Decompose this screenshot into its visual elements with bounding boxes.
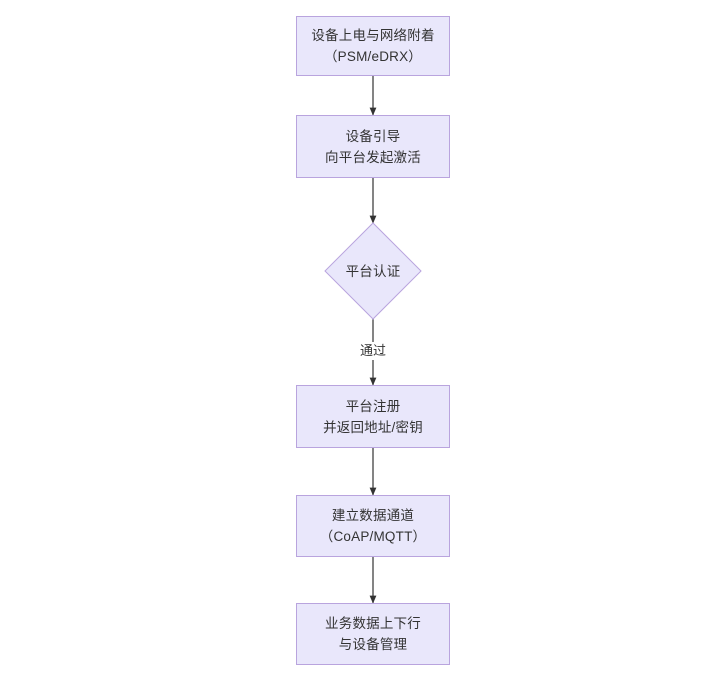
process-node-line: 建立数据通道: [331, 508, 415, 523]
process-node[interactable]: 设备上电与网络附着 （PSM/eDRX）: [296, 16, 450, 76]
process-node-line: 业务数据上下行: [325, 616, 421, 631]
process-node-line: 平台注册: [345, 398, 401, 414]
process-node[interactable]: 建立数据通道 （CoAP/MQTT）: [296, 495, 450, 557]
edge-label: 通过: [358, 342, 389, 360]
process-node[interactable]: 平台注册并返回地址/密钥: [296, 385, 450, 448]
diamond-shapes: [324, 222, 422, 320]
process-node-line: （CoAP/MQTT）: [319, 529, 427, 544]
process-node-line: （PSM/eDRX）: [323, 49, 423, 64]
process-node-line: 与设备管理: [338, 637, 408, 652]
decision-node-label: 平台认证: [345, 263, 401, 279]
decision-node[interactable]: 平台认证: [325, 223, 421, 319]
process-node-line: 设备引导: [345, 128, 401, 144]
process-node[interactable]: 业务数据上下行与设备管理: [296, 603, 450, 665]
process-node-line: 设备上电与网络附着: [311, 28, 435, 43]
process-node-line: 向平台发起激活: [325, 149, 421, 165]
process-node-line: 并返回地址/密钥: [323, 419, 423, 435]
decision-node-shape[interactable]: [324, 222, 422, 320]
process-node[interactable]: 设备引导向平台发起激活: [296, 115, 450, 178]
